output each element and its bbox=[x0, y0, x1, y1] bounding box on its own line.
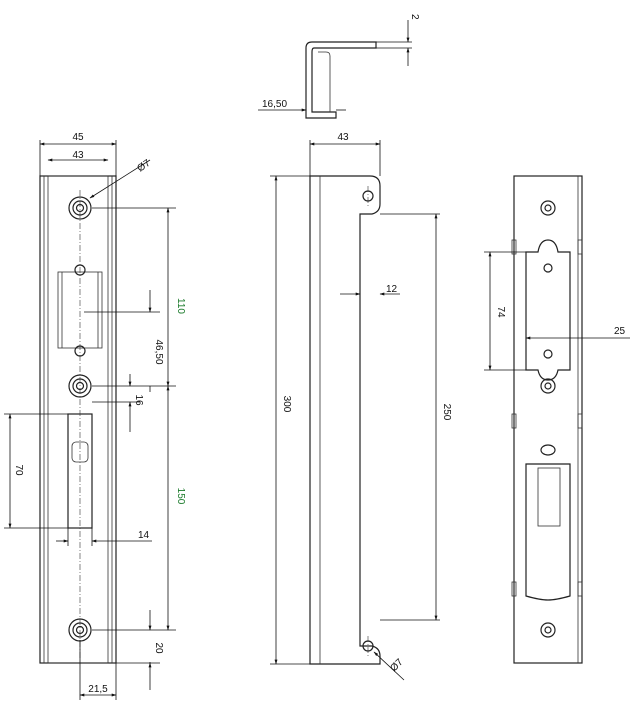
left-plate-inner bbox=[47, 175, 109, 664]
dim-right-offset: 25 bbox=[614, 326, 626, 337]
right-hole-bottom bbox=[540, 622, 556, 638]
right-small-hole bbox=[540, 444, 556, 456]
right-opening-upper bbox=[525, 239, 571, 381]
dim-side-height: 300 bbox=[281, 396, 292, 413]
dim-slot-length: 70 bbox=[13, 464, 24, 476]
profile-outline bbox=[305, 41, 377, 119]
right-plate-outline bbox=[513, 175, 583, 664]
dim-plate-width-outer: 45 bbox=[72, 132, 84, 143]
dim-lower-spacing: 150 bbox=[175, 488, 186, 505]
dim-top-thickness: 2 bbox=[409, 14, 420, 20]
dim-slot-width: 14 bbox=[138, 530, 150, 541]
dim-top-flange: 16,50 bbox=[262, 99, 287, 110]
left-view: 45 43 Ø7 110 46,50 16 150 70 14 bbox=[4, 132, 186, 700]
dim-side-step: 12 bbox=[386, 284, 398, 295]
dim-slot-height: 16 bbox=[133, 394, 144, 406]
right-view: 74 25 bbox=[484, 175, 630, 664]
top-profile-view: 2 16,50 bbox=[258, 14, 420, 119]
middle-side-view: 43 300 250 12 Ø7 bbox=[270, 132, 452, 681]
right-hole-top bbox=[540, 200, 556, 216]
dim-bottom-offset: 20 bbox=[153, 642, 164, 654]
dim-plate-width-inner: 43 bbox=[72, 150, 84, 161]
left-plate-outline bbox=[39, 175, 117, 664]
dim-hole-spacing-top: 110 bbox=[175, 298, 186, 314]
dim-side-inner-length: 250 bbox=[441, 404, 452, 421]
dim-bottom-width: 21,5 bbox=[88, 684, 108, 695]
side-outline bbox=[309, 175, 381, 665]
dim-right-opening: 74 bbox=[495, 306, 506, 318]
right-opening-lower bbox=[525, 463, 571, 601]
dim-slot-offset: 46,50 bbox=[153, 339, 164, 364]
right-hole-middle bbox=[540, 378, 556, 394]
dim-side-hole-diameter: Ø7 bbox=[388, 657, 406, 675]
dim-side-width: 43 bbox=[337, 132, 349, 143]
dim-hole-diameter: Ø7 bbox=[135, 158, 153, 175]
